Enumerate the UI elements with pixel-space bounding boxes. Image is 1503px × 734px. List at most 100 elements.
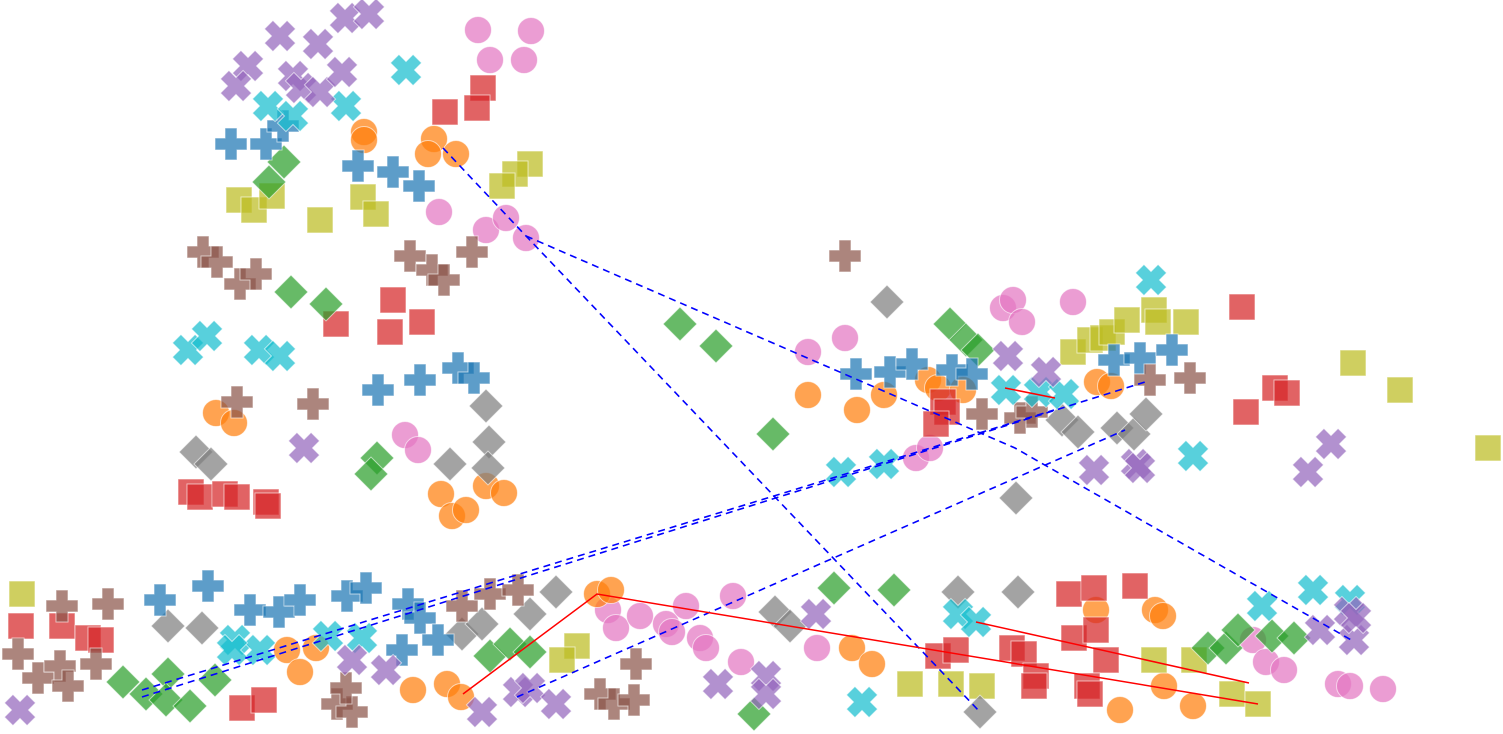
marker-diamond-4-0 — [266, 144, 302, 180]
marker-diamond-4-16 — [172, 688, 208, 724]
marker-diamond-4-28 — [1276, 620, 1312, 656]
marker-square-3-8 — [362, 200, 390, 228]
marker-plus-7-31 — [617, 683, 651, 717]
marker-square-3-28 — [1218, 680, 1246, 708]
marker-plus-7-22 — [91, 587, 125, 621]
marker-square-2-36 — [1082, 616, 1110, 644]
connector-line-4 — [516, 429, 1126, 698]
marker-circle-0-7 — [512, 224, 540, 252]
marker-diamond-5-4 — [470, 450, 506, 486]
marker-square-2-2 — [463, 94, 491, 122]
marker-square-2-10 — [223, 483, 251, 511]
marker-circle-0-23 — [672, 592, 700, 620]
marker-square-3-13 — [1113, 306, 1141, 334]
marker-x-8-0 — [389, 53, 423, 87]
marker-x-9-5 — [219, 69, 253, 103]
marker-square-3-17 — [1339, 349, 1367, 377]
marker-circle-1-12 — [794, 381, 822, 409]
marker-x-9-24 — [539, 687, 573, 721]
marker-plus-6-10 — [839, 357, 873, 391]
marker-x-9-11 — [991, 339, 1025, 373]
marker-diamond-4-1 — [251, 164, 287, 200]
marker-circle-0-20 — [626, 602, 654, 630]
marker-plus-6-20 — [233, 593, 267, 627]
marker-x-9-9 — [325, 55, 359, 89]
marker-diamond-4-6 — [662, 306, 698, 342]
marker-circle-0-15 — [916, 434, 944, 462]
marker-square-2-19 — [1232, 398, 1260, 426]
marker-diamond-5-0 — [869, 284, 905, 320]
marker-diamond-5-6 — [193, 446, 229, 482]
marker-plus-6-4 — [376, 155, 410, 189]
marker-plus-7-21 — [45, 589, 79, 623]
marker-square-3-24 — [937, 670, 965, 698]
marker-circle-1-28 — [838, 634, 866, 662]
marker-circle-0-8 — [794, 338, 822, 366]
marker-x-8-22 — [845, 685, 879, 719]
connector-line-3 — [141, 381, 1146, 698]
marker-plus-7-32 — [619, 647, 653, 681]
marker-square-2-39 — [1076, 680, 1104, 708]
marker-circle-0-1 — [517, 17, 545, 45]
marker-x-9-20 — [369, 653, 403, 687]
marker-square-2-32 — [1055, 580, 1083, 608]
marker-square-2-1 — [431, 98, 459, 126]
marker-square-3-15 — [1144, 308, 1172, 336]
marker-square-3-18 — [1386, 376, 1414, 404]
marker-square-2-34 — [1121, 572, 1149, 600]
marker-diamond-4-14 — [150, 656, 186, 692]
marker-x-8-7 — [263, 339, 297, 373]
marker-circle-0-0 — [464, 16, 492, 44]
marker-x-8-18 — [311, 619, 345, 653]
marker-circle-1-9 — [452, 496, 480, 524]
marker-diamond-4-5 — [353, 456, 389, 492]
marker-circle-1-34 — [1179, 692, 1207, 720]
marker-plus-6-28 — [385, 633, 419, 667]
marker-x-9-8 — [303, 75, 337, 109]
marker-square-2-5 — [376, 318, 404, 346]
marker-diamond-4-12 — [105, 664, 141, 700]
marker-plus-6-17 — [1155, 333, 1189, 367]
marker-square-2-16 — [1228, 293, 1256, 321]
marker-circle-0-2 — [510, 46, 538, 74]
marker-diamond-5-11 — [1128, 396, 1164, 432]
marker-square-2-8 — [186, 483, 214, 511]
marker-x-8-8 — [1134, 263, 1168, 297]
marker-circle-0-28 — [803, 634, 831, 662]
marker-x-8-5 — [190, 319, 224, 353]
marker-plus-7-19 — [51, 669, 85, 703]
marker-plus-6-24 — [349, 571, 383, 605]
marker-diamond-5-2 — [471, 424, 507, 460]
marker-circle-1-29 — [858, 650, 886, 678]
marker-diamond-4-3 — [308, 286, 344, 322]
marker-plus-6-27 — [421, 623, 455, 657]
connector-lines-layer — [141, 147, 1354, 713]
connector-line-6 — [975, 621, 1250, 684]
marker-x-9-12 — [1029, 355, 1063, 389]
marker-plus-7-13 — [1015, 395, 1049, 429]
marker-diamond-4-22 — [876, 572, 912, 608]
marker-x-8-14 — [1176, 439, 1210, 473]
marker-diamond-5-22 — [1000, 574, 1036, 610]
marker-square-2-27 — [942, 636, 970, 664]
marker-circle-1-23 — [286, 658, 314, 686]
marker-diamond-5-16 — [464, 606, 500, 642]
marker-plus-6-5 — [402, 169, 436, 203]
marker-circle-0-34 — [1369, 675, 1397, 703]
marker-diamond-5-12 — [998, 480, 1034, 516]
marker-x-9-16 — [1314, 427, 1348, 461]
marker-diamond-4-2 — [273, 274, 309, 310]
marker-plus-7-0 — [828, 239, 862, 273]
marker-x-9-15 — [1123, 451, 1157, 485]
marker-plus-6-6 — [361, 373, 395, 407]
marker-circle-0-17 — [404, 436, 432, 464]
marker-plus-6-1 — [249, 127, 283, 161]
marker-circle-0-22 — [658, 618, 686, 646]
marker-circle-0-9 — [831, 324, 859, 352]
marker-circle-0-6 — [492, 204, 520, 232]
marker-plus-6-3 — [341, 149, 375, 183]
marker-x-9-25 — [701, 667, 735, 701]
marker-x-8-23 — [1245, 589, 1279, 623]
marker-plus-7-4 — [239, 257, 273, 291]
marker-x-9-3 — [301, 27, 335, 61]
